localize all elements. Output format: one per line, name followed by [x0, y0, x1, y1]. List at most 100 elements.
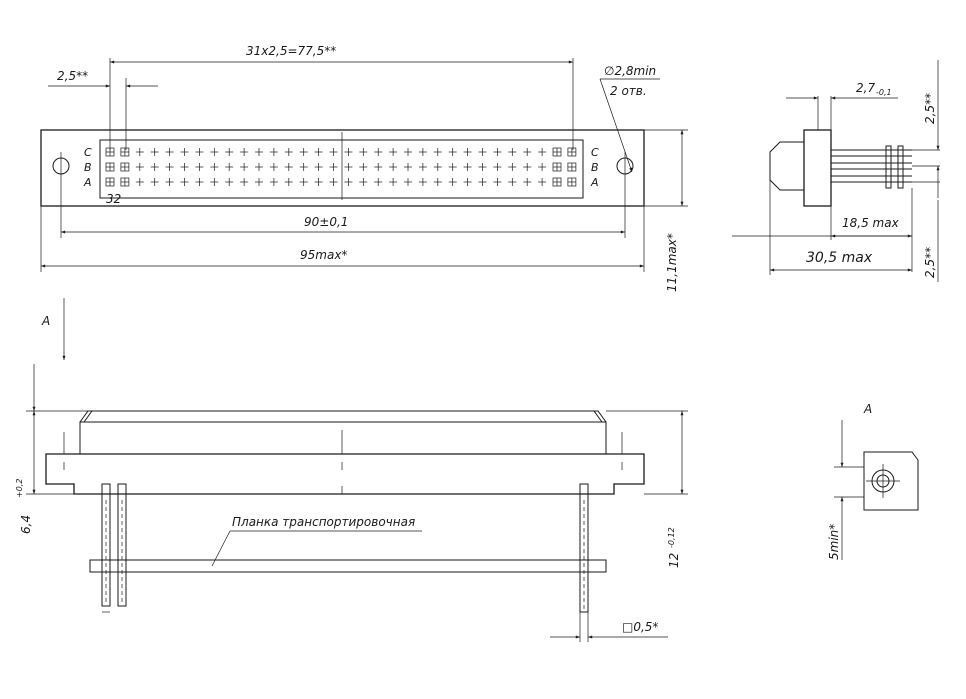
row-label-left-a: A [83, 176, 92, 189]
pin-mark [448, 148, 457, 156]
pin-mark [165, 163, 174, 171]
total-height-dimension: 12 [667, 553, 681, 568]
pin-mark [269, 148, 278, 156]
body-height-tolerance: +0,2 [15, 479, 24, 498]
pin-mark [105, 162, 115, 172]
height-dimension: 11,1max* [665, 233, 679, 292]
pin-mark [329, 163, 338, 171]
pin-mark [284, 148, 293, 156]
pin-mark [135, 163, 144, 171]
pin-mark [508, 178, 517, 186]
row-pitch-bottom-dimension: 2,5** [923, 247, 937, 278]
pin-mark [344, 178, 353, 186]
pin-mark [299, 178, 308, 186]
pin-mark [120, 147, 130, 157]
pin-mark [552, 177, 562, 187]
pin-mark [552, 162, 562, 172]
pin-mark [225, 163, 234, 171]
pin-mark [120, 162, 130, 172]
detail-view: A 5min* [827, 402, 919, 560]
pin-mark [538, 178, 547, 186]
pin-mark [374, 178, 383, 186]
row-label-right-b: B [591, 161, 599, 174]
pin-mark [210, 178, 219, 186]
pin-mark [463, 163, 472, 171]
row-pitch-top-dimension: 2,5** [923, 93, 937, 124]
row-label-right-c: C [591, 146, 599, 159]
pin-mark [418, 178, 427, 186]
pin-mark [344, 163, 353, 171]
pin-mark [165, 178, 174, 186]
row-label-left-c: C [84, 146, 92, 159]
detail-title: A [863, 402, 872, 416]
pin-mark [523, 148, 532, 156]
pin-mark [210, 148, 219, 156]
overall-width-dimension: 95max* [300, 248, 347, 262]
pin-mark [180, 163, 189, 171]
pin-mark [240, 148, 249, 156]
body-height-dimension: 6,4 [19, 515, 33, 534]
pin-mark [433, 178, 442, 186]
pin-mark [523, 178, 532, 186]
pin-mark [269, 163, 278, 171]
pin-mark [538, 148, 547, 156]
detail-min-dimension: 5min* [827, 524, 841, 560]
pin-mark [493, 148, 502, 156]
pin-mark [359, 163, 368, 171]
pin-mark [284, 178, 293, 186]
mounting-hole-left [52, 152, 70, 180]
pin-mark [567, 177, 577, 187]
top-view: C B A C B A 32 31x2,5=77,5** 2,5** ∅2,8m… [40, 44, 688, 292]
pin-mark [180, 148, 189, 156]
pin-mark [135, 148, 144, 156]
pin-mark [255, 148, 263, 156]
pin-mark [508, 148, 517, 156]
pin-mark [404, 148, 412, 156]
pin-mark [329, 148, 338, 156]
pin-mark [105, 177, 115, 187]
pin-mark [448, 178, 457, 186]
pin-mark [552, 147, 562, 157]
pin-mark [255, 178, 263, 186]
pin-mark [523, 163, 532, 171]
carrier-label: Планка транспортировочная [232, 515, 415, 529]
pin-mark [225, 148, 234, 156]
pin-mark [255, 163, 263, 171]
view-arrow-label: A [41, 314, 50, 328]
pin-mark [314, 178, 323, 186]
pin-mark [478, 148, 487, 156]
side-view: 2,7 -0,1 2,5** 2,5** 18,5 max 30,5 max [732, 60, 940, 282]
pin-mark [478, 178, 487, 186]
hole-diameter-label: ∅2,8min [604, 64, 656, 78]
pin-length-dimension: 18,5 max [842, 216, 900, 230]
pin-mark [314, 163, 323, 171]
row-label-right-a: A [590, 176, 599, 189]
pin-mark [493, 178, 502, 186]
pin-mark [299, 148, 308, 156]
pin-mark [195, 148, 204, 156]
pin-mark [493, 163, 502, 171]
pin-mark [418, 148, 427, 156]
pin-mark [150, 178, 159, 186]
pin-protrusion-tolerance: -0,1 [876, 88, 892, 97]
pin-mark [389, 148, 398, 156]
row-label-left-b: B [84, 161, 92, 174]
offset-dimension: 2,5** [57, 69, 88, 83]
pin-mark [374, 163, 383, 171]
pin-mark [150, 163, 159, 171]
pin-mark [389, 178, 398, 186]
pin-grid [105, 147, 577, 187]
pin-section-dimension: □0,5* [622, 620, 658, 634]
pin-mark [240, 163, 249, 171]
pin-mark [463, 178, 472, 186]
pin-mark [359, 178, 368, 186]
pin-mark [478, 163, 487, 171]
pin-mark [135, 178, 144, 186]
pin-mark [150, 148, 159, 156]
pin-mark [344, 148, 353, 156]
pin-mark [567, 162, 577, 172]
pin-mark [508, 163, 517, 171]
pin-mark [433, 148, 442, 156]
overall-depth-dimension: 30,5 max [806, 250, 873, 266]
